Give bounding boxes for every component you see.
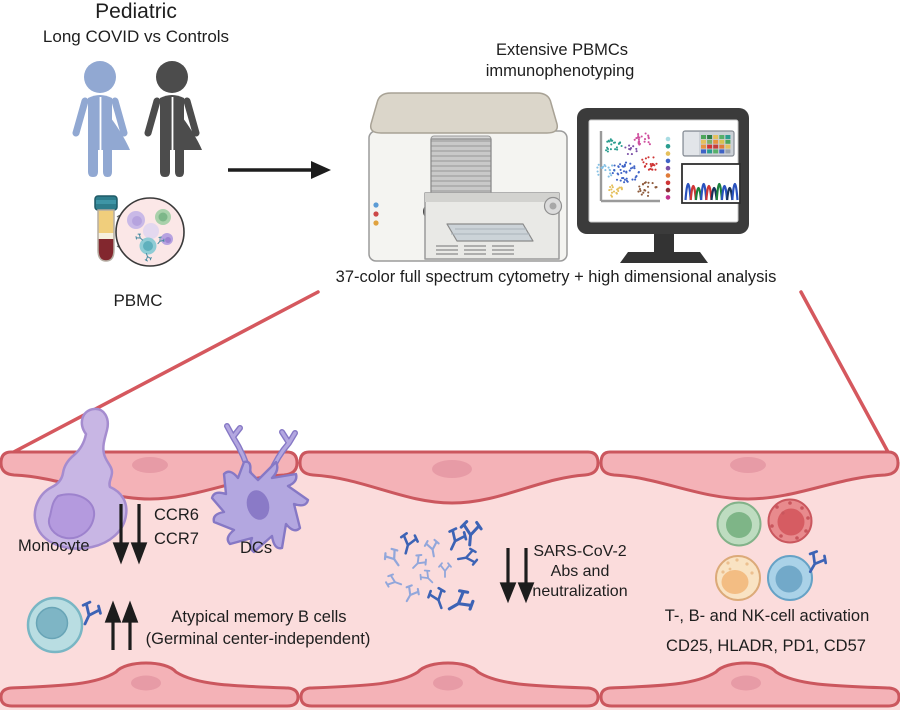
sars-finding-line1: SARS-CoV-2 <box>533 543 627 560</box>
flow-cytometer-illustration <box>368 92 568 262</box>
person-icon-control <box>144 61 202 177</box>
nk-cell <box>767 498 813 544</box>
vent-slots <box>436 245 514 255</box>
endothelial-nuclei-top <box>132 457 766 478</box>
down-arrows-sars <box>499 548 535 604</box>
monocyte-cell <box>33 407 128 550</box>
dcs-label: DCs <box>240 539 273 557</box>
activation-finding-line2: CD25, HLADR, PD1, CD57 <box>666 637 866 655</box>
workflow-heading-line1: Extensive PBMCs <box>495 41 629 59</box>
person-icon-long-covid <box>72 61 130 177</box>
zoom-lines <box>6 290 890 457</box>
flow-arrow <box>228 161 331 179</box>
monitor-neck <box>654 234 674 252</box>
ccr6-label: CCR6 <box>154 506 199 524</box>
granules <box>721 558 754 575</box>
up-arrows-bcell <box>104 600 139 650</box>
tsne-legend <box>665 136 671 200</box>
well-plate <box>446 223 534 242</box>
t-cell <box>716 501 762 547</box>
bcell-finding-line1: Atypical memory B cells <box>171 608 347 626</box>
microarray-slide <box>682 130 735 157</box>
pbmc-label: PBMC <box>113 291 163 310</box>
activated-cell-orange <box>715 555 761 601</box>
cytometer-lid <box>369 92 559 134</box>
monitor-illustration <box>577 108 749 263</box>
monocyte-label: Monocyte <box>18 537 90 555</box>
tsne-plot <box>596 131 671 203</box>
sars-finding-line2: Abs and <box>550 563 610 580</box>
cytometry-caption: 37-color full spectrum cytometry + high … <box>335 268 777 286</box>
monitor-base <box>620 252 708 263</box>
activated-b-cell <box>767 555 813 601</box>
dendritic-cell <box>210 423 310 554</box>
endothelial-nuclei-bottom <box>131 675 761 691</box>
ccr7-label: CCR7 <box>154 530 199 548</box>
sequencing-chromatogram <box>681 163 741 204</box>
activation-finding-line1: T-, B- and NK-cell activation <box>664 607 870 625</box>
sars-finding-line3: neutralization <box>532 583 628 600</box>
bcell-finding-line2: (Germinal center-independent) <box>145 630 371 648</box>
pbmc-magnified-circle <box>115 197 185 267</box>
subtitle: Long COVID vs Controls <box>42 27 230 46</box>
down-arrows-ccr <box>112 504 148 565</box>
memory-b-cell <box>26 596 84 654</box>
workflow-heading-line2: immunophenotyping <box>485 62 635 80</box>
status-led-red <box>373 211 379 217</box>
status-led-blue <box>373 202 379 208</box>
pale-cell <box>143 223 159 239</box>
tsne-axes <box>599 131 660 203</box>
status-led-amber <box>373 220 379 226</box>
granules <box>770 501 810 540</box>
blood-vessel <box>0 450 900 710</box>
title: Pediatric <box>95 0 177 23</box>
